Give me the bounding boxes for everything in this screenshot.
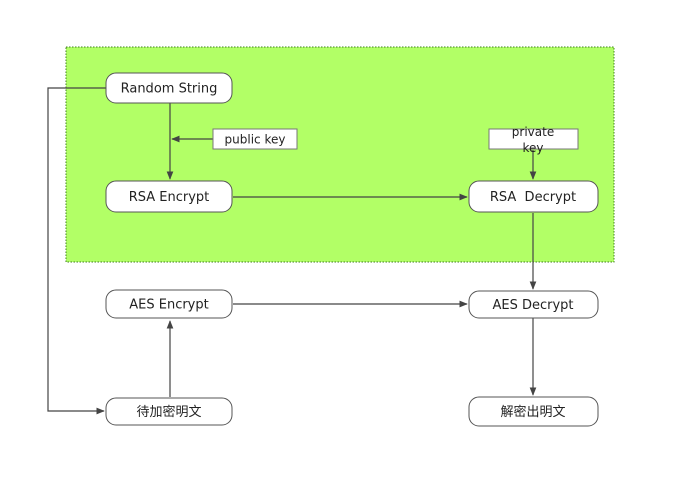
node-rsa-decrypt: RSA Decrypt — [468, 180, 599, 213]
node-box — [105, 397, 233, 426]
node-box — [468, 396, 599, 427]
node-rsa-encrypt: RSA Encrypt — [105, 180, 233, 213]
node-label: AES Decrypt — [492, 298, 573, 313]
node-label: 解密出明文 — [500, 404, 565, 420]
node-label: RSA Decrypt — [490, 190, 576, 205]
node-random-string: Random String — [105, 72, 233, 104]
node-box — [105, 180, 233, 213]
label-text: public key — [225, 133, 286, 147]
node-aes-encrypt: AES Encrypt — [105, 289, 233, 319]
label-text-line1: private — [512, 125, 554, 139]
node-aes-decrypt: AES Decrypt — [468, 290, 599, 319]
node-box — [468, 180, 599, 213]
node-label: AES Encrypt — [129, 298, 208, 313]
node-box — [105, 72, 233, 104]
label-text-line2: key — [522, 141, 543, 155]
node-decrypted-plaintext: 解密出明文 — [468, 396, 599, 427]
node-plaintext-to-encrypt: 待加密明文 — [105, 397, 233, 426]
node-box — [105, 289, 233, 319]
node-label: Random String — [121, 82, 218, 97]
label-public-key: public key — [212, 128, 298, 150]
label-private-key: private key — [488, 125, 579, 155]
node-box — [468, 290, 599, 319]
label-box — [212, 128, 298, 150]
label-box — [488, 128, 579, 150]
node-label: RSA Encrypt — [129, 190, 210, 205]
node-label: 待加密明文 — [136, 404, 201, 420]
edges — [47, 87, 537, 415]
edge-random-to-plaintext — [47, 87, 106, 415]
